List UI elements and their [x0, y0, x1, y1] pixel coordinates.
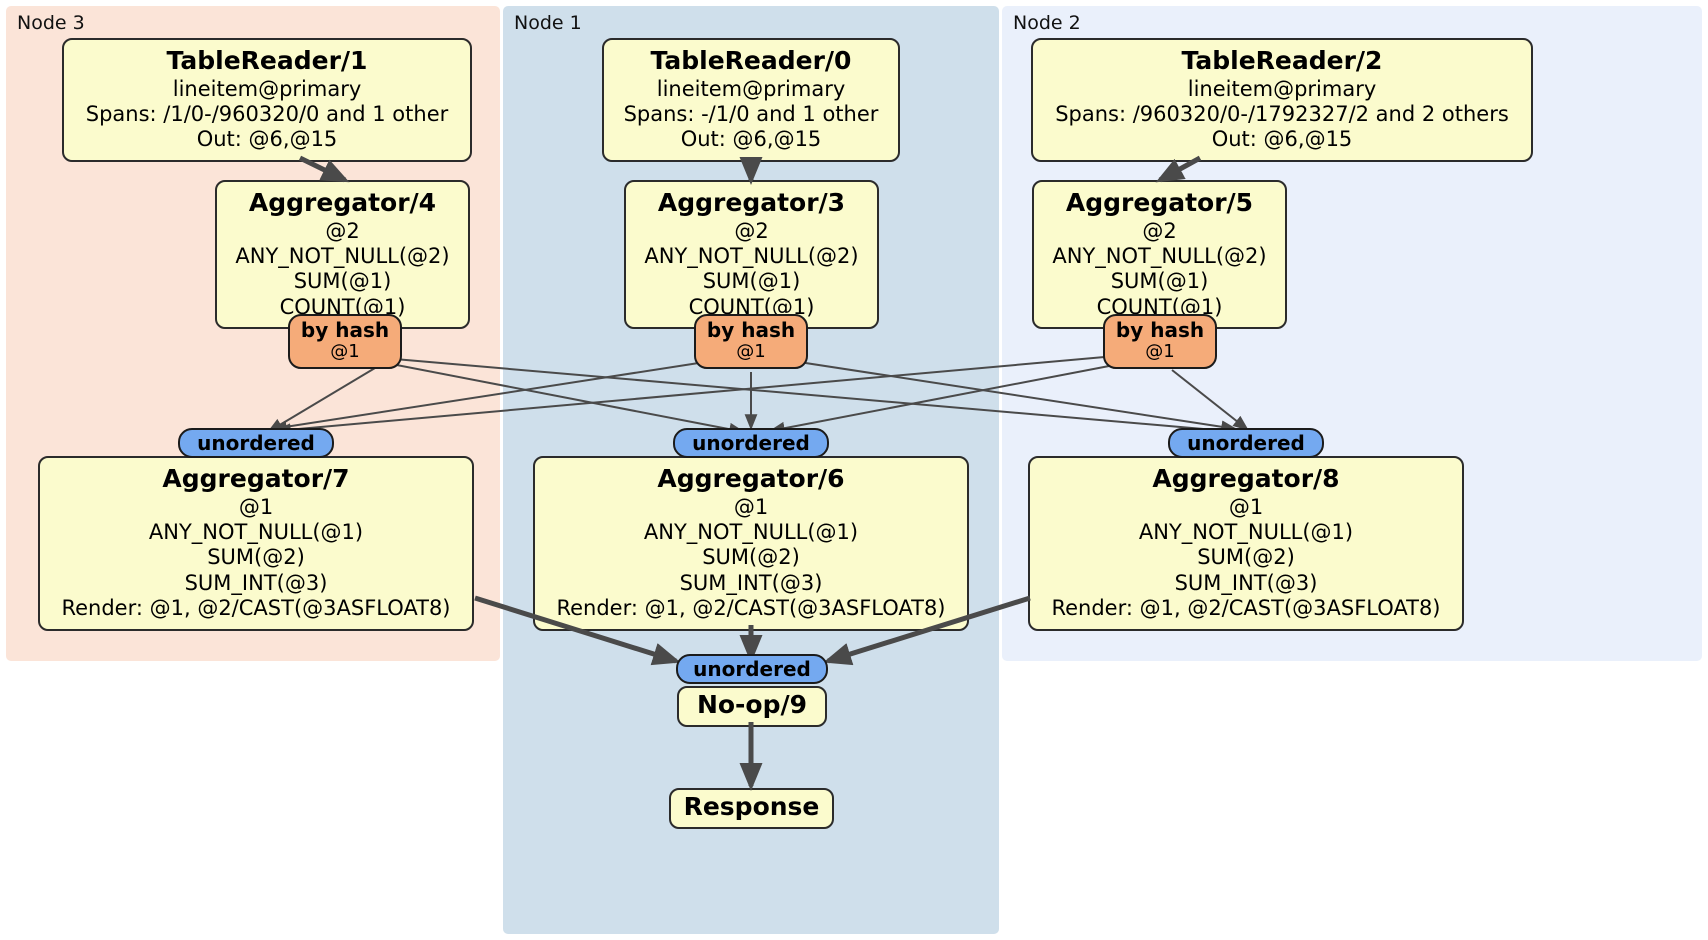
processor-title: TableReader/1 [166, 46, 368, 75]
output-router-by-hash-left[interactable]: by hash @1 [288, 314, 402, 370]
processor-detail-line: Render: @1, @2/CAST(@3ASFLOAT8) [1051, 596, 1441, 621]
input-synchronizer-unordered-left[interactable]: unordered [178, 428, 334, 458]
processor-title: Response [683, 792, 820, 821]
processor-title: Aggregator/7 [162, 464, 350, 493]
processor-table-reader-0[interactable]: TableReader/0 lineitem@primary Spans: -/… [602, 38, 900, 162]
input-synchronizer-unordered-final[interactable]: unordered [676, 654, 828, 684]
router-type-label: by hash [1115, 318, 1205, 342]
processor-detail-line: SUM_INT(@3) [184, 570, 328, 595]
router-column-label: @1 [1145, 341, 1175, 363]
processor-title: Aggregator/5 [1065, 188, 1254, 217]
input-synchronizer-unordered-center[interactable]: unordered [673, 428, 829, 458]
processor-detail-line: Out: @6,@15 [1211, 127, 1353, 152]
processor-detail-line: ANY_NOT_NULL(@2) [644, 243, 859, 268]
processor-aggregator-5[interactable]: Aggregator/5 @2 ANY_NOT_NULL(@2) SUM(@1)… [1032, 180, 1287, 330]
processor-detail-line: Out: @6,@15 [196, 127, 338, 152]
processor-detail-line: ANY_NOT_NULL(@2) [1052, 243, 1267, 268]
processor-detail-line: ANY_NOT_NULL(@1) [1138, 519, 1354, 544]
processor-title: Aggregator/3 [657, 188, 846, 217]
processor-detail-line: SUM(@2) [1197, 545, 1295, 570]
processor-detail-line: ANY_NOT_NULL(@1) [643, 519, 859, 544]
processor-title: TableReader/0 [650, 46, 852, 75]
processor-table-reader-2[interactable]: TableReader/2 lineitem@primary Spans: /9… [1031, 38, 1533, 162]
router-type-label: by hash [706, 318, 796, 342]
router-column-label: @1 [330, 341, 360, 363]
processor-aggregator-7[interactable]: Aggregator/7 @1 ANY_NOT_NULL(@1) SUM(@2)… [38, 456, 474, 631]
processor-detail-line: @2 [1142, 218, 1177, 243]
processor-table-reader-1[interactable]: TableReader/1 lineitem@primary Spans: /1… [62, 38, 472, 162]
processor-detail-line: SUM(@1) [293, 269, 392, 294]
processor-detail-line: ANY_NOT_NULL(@2) [235, 243, 450, 268]
processor-detail-line: SUM(@2) [207, 545, 305, 570]
processor-detail-line: SUM_INT(@3) [679, 570, 823, 595]
output-router-by-hash-center[interactable]: by hash @1 [694, 314, 808, 370]
processor-detail-line: SUM(@1) [1110, 269, 1209, 294]
input-synchronizer-unordered-right[interactable]: unordered [1168, 428, 1324, 458]
processor-aggregator-3[interactable]: Aggregator/3 @2 ANY_NOT_NULL(@2) SUM(@1)… [624, 180, 879, 330]
router-column-label: @1 [736, 341, 766, 363]
processor-title: TableReader/2 [1181, 46, 1383, 75]
processor-detail-line: SUM(@1) [702, 269, 801, 294]
processor-detail-line: @1 [1228, 494, 1264, 519]
processor-aggregator-8[interactable]: Aggregator/8 @1 ANY_NOT_NULL(@1) SUM(@2)… [1028, 456, 1464, 631]
processor-title: Aggregator/6 [657, 464, 845, 493]
output-router-by-hash-right[interactable]: by hash @1 [1103, 314, 1217, 370]
processor-aggregator-6[interactable]: Aggregator/6 @1 ANY_NOT_NULL(@1) SUM(@2)… [533, 456, 969, 631]
router-type-label: by hash [300, 318, 390, 342]
processor-detail-line: @2 [734, 218, 769, 243]
processor-title: Aggregator/8 [1152, 464, 1340, 493]
processor-detail-line: SUM(@2) [702, 545, 800, 570]
processor-title: No-op/9 [696, 690, 808, 719]
node-label-node1: Node 1 [514, 12, 582, 34]
processor-detail-line: Spans: /960320/0-/1792327/2 and 2 others [1055, 101, 1509, 126]
processor-detail-line: @1 [238, 494, 274, 519]
processor-detail-line: lineitem@primary [172, 76, 362, 101]
processor-no-op-9[interactable]: No-op/9 [677, 686, 827, 727]
processor-detail-line: Spans: /1/0-/960320/0 and 1 other [85, 101, 449, 126]
node-label-node3: Node 3 [17, 12, 85, 34]
processor-detail-line: Out: @6,@15 [680, 127, 822, 152]
processor-detail-line: @2 [325, 218, 360, 243]
processor-detail-line: Render: @1, @2/CAST(@3ASFLOAT8) [556, 596, 946, 621]
processor-detail-line: lineitem@primary [656, 76, 846, 101]
processor-aggregator-4[interactable]: Aggregator/4 @2 ANY_NOT_NULL(@2) SUM(@1)… [215, 180, 470, 330]
processor-detail-line: Spans: -/1/0 and 1 other [623, 101, 879, 126]
processor-detail-line: lineitem@primary [1187, 76, 1377, 101]
processor-response[interactable]: Response [669, 788, 834, 829]
node-label-node2: Node 2 [1013, 12, 1081, 34]
processor-detail-line: ANY_NOT_NULL(@1) [148, 519, 364, 544]
processor-detail-line: @1 [733, 494, 769, 519]
processor-detail-line: SUM_INT(@3) [1174, 570, 1318, 595]
processor-title: Aggregator/4 [248, 188, 437, 217]
processor-detail-line: Render: @1, @2/CAST(@3ASFLOAT8) [61, 596, 451, 621]
